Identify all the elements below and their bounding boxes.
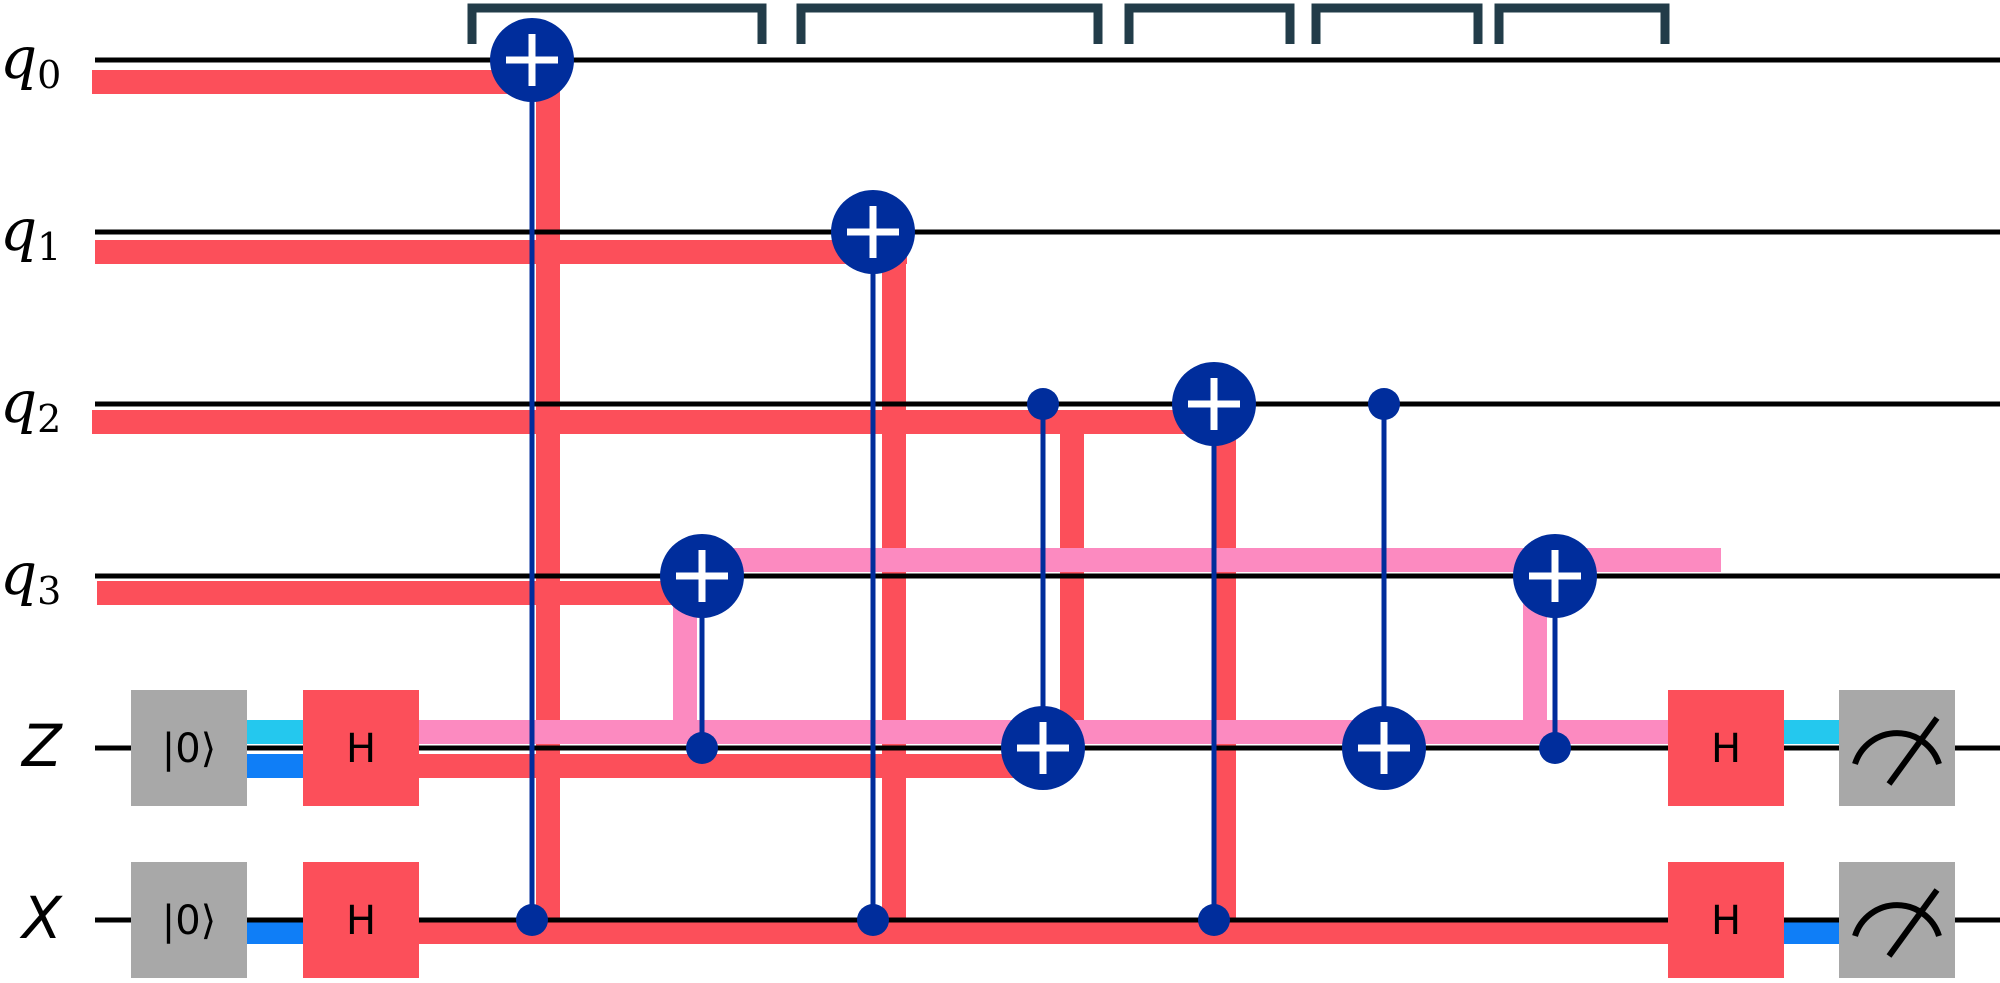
hadamard-gate-3: H bbox=[1668, 690, 1784, 806]
hadamard-label: H bbox=[346, 898, 376, 944]
stub-x-blue-in bbox=[247, 920, 305, 944]
stub-z-blue-in bbox=[247, 754, 305, 778]
path-col1-red bbox=[536, 70, 560, 932]
qubit-label-sub: 0 bbox=[37, 53, 61, 97]
qubit-label-sub: 2 bbox=[37, 397, 61, 441]
barrier-bracket-5 bbox=[1494, 3, 1670, 44]
cnot-control-dot bbox=[686, 732, 718, 764]
qubit-label-sub: 1 bbox=[37, 225, 61, 269]
cnot-gate-6 bbox=[1342, 388, 1426, 790]
cnot-control-dot bbox=[857, 904, 889, 936]
barrier-bracket-1 bbox=[467, 3, 767, 44]
cnot-gate-5 bbox=[1172, 362, 1256, 936]
hadamard-box bbox=[1668, 862, 1784, 978]
cnot-gate-1 bbox=[490, 18, 574, 936]
qubit-label-base: q bbox=[0, 24, 37, 92]
measurement-gate-1 bbox=[1839, 690, 1955, 806]
propagation-paths bbox=[92, 70, 1840, 944]
qubit-label-base: q bbox=[0, 368, 37, 436]
qubit-label-sub: 3 bbox=[37, 569, 61, 613]
cnot-control-dot bbox=[1368, 388, 1400, 420]
measurement-box bbox=[1839, 862, 1955, 978]
hadamard-box bbox=[303, 690, 419, 806]
reset-label: |0⟩ bbox=[162, 726, 217, 772]
hadamard-gate-4: H bbox=[1668, 862, 1784, 978]
measurement-box bbox=[1839, 690, 1955, 806]
barrier-brackets bbox=[467, 3, 1670, 44]
qubit-label-Z: Z bbox=[20, 712, 63, 780]
cnot-gate-2 bbox=[660, 534, 744, 764]
path-col3-red bbox=[882, 240, 906, 932]
measure-needle-icon bbox=[1886, 888, 1940, 958]
path-x-red bbox=[415, 920, 1675, 944]
reset-box bbox=[131, 690, 247, 806]
qubit-label-base: q bbox=[0, 540, 37, 608]
barrier-bracket-4 bbox=[1311, 3, 1483, 44]
gates-layer: |0⟩ |0⟩ H H H H bbox=[131, 18, 1955, 978]
stub-z-cyan-out bbox=[1782, 720, 1840, 744]
path-q0-red bbox=[92, 70, 548, 94]
barrier-bracket-2 bbox=[796, 3, 1103, 44]
cnot-control-dot bbox=[1539, 732, 1571, 764]
cnot-control-dot bbox=[1198, 904, 1230, 936]
stub-z-cyan-in bbox=[247, 720, 305, 744]
barrier-bracket-3 bbox=[1124, 3, 1295, 44]
qubit-label-q1: q1 bbox=[0, 196, 61, 269]
measurement-gate-2 bbox=[1839, 862, 1955, 978]
cnot-gate-4 bbox=[1001, 388, 1085, 790]
path-q1-red bbox=[95, 240, 907, 264]
reset-box bbox=[131, 862, 247, 978]
qubit-label-q2: q2 bbox=[0, 368, 61, 441]
cnot-control-dot bbox=[1027, 388, 1059, 420]
qubit-label-base: Z bbox=[20, 712, 63, 780]
measure-icon bbox=[1852, 902, 1942, 937]
qubit-label-X: X bbox=[19, 884, 63, 952]
path-col4-red bbox=[1060, 410, 1084, 754]
qubit-label-base: q bbox=[0, 196, 37, 264]
path-z-red bbox=[415, 754, 1035, 778]
qubit-label-q3: q3 bbox=[0, 540, 61, 613]
hadamard-label: H bbox=[346, 726, 376, 772]
reset-label: |0⟩ bbox=[162, 898, 217, 944]
stub-x-blue-out bbox=[1782, 920, 1840, 944]
measure-icon bbox=[1852, 730, 1942, 765]
cnot-gate-7 bbox=[1513, 534, 1597, 764]
hadamard-box bbox=[303, 862, 419, 978]
reset-gate-2: |0⟩ bbox=[131, 862, 247, 978]
cnot-control-dot bbox=[516, 904, 548, 936]
qubit-label-q0: q0 bbox=[0, 24, 61, 97]
hadamard-gate-2: H bbox=[303, 862, 419, 978]
hadamard-gate-1: H bbox=[303, 690, 419, 806]
hadamard-label: H bbox=[1711, 726, 1741, 772]
reset-gate-1: |0⟩ bbox=[131, 690, 247, 806]
cnot-gate-3 bbox=[831, 190, 915, 936]
qubit-label-base: X bbox=[19, 884, 63, 952]
hadamard-box bbox=[1668, 690, 1784, 806]
hadamard-label: H bbox=[1711, 898, 1741, 944]
path-q3-red bbox=[97, 581, 711, 605]
measure-needle-icon bbox=[1886, 716, 1940, 786]
